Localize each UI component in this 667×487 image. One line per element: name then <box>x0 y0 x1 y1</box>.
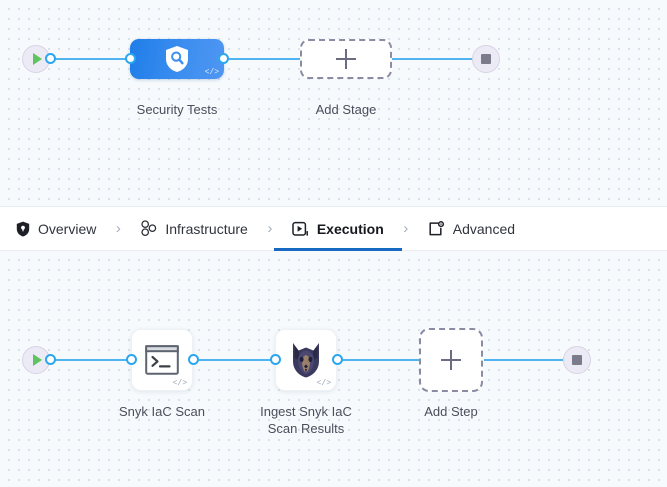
snyk-dog-icon <box>293 343 319 378</box>
add-stage-button[interactable] <box>300 39 392 79</box>
shield-icon <box>16 221 30 237</box>
step-node-snyk-iac-scan[interactable]: </> <box>131 329 193 391</box>
port-security-tests-out[interactable] <box>218 53 229 64</box>
edge-ingest-to-add-step <box>338 359 420 361</box>
port-start-out[interactable] <box>45 53 56 64</box>
play-box-icon <box>292 221 309 237</box>
edge-security-tests-to-add-stage <box>222 58 302 60</box>
chevron-right-icon-3: › <box>403 220 409 237</box>
edge-add-stage-to-end <box>390 58 476 60</box>
stop-icon <box>572 355 582 365</box>
tab-label-overview: Overview <box>38 220 97 237</box>
add-step-button[interactable] <box>419 328 483 392</box>
edge-add-step-to-end <box>484 359 566 361</box>
tab-infrastructure[interactable]: Infrastructure <box>138 207 249 251</box>
play-icon <box>33 53 42 65</box>
plus-icon <box>336 49 356 69</box>
settings-box-icon <box>428 220 445 237</box>
step-end-node[interactable] <box>563 346 591 374</box>
stage-node-security-tests[interactable]: </> <box>130 39 224 79</box>
add-stage-label: Add Stage <box>315 102 377 117</box>
port-snyk-iac-scan-in[interactable] <box>126 354 137 365</box>
port-security-tests-in[interactable] <box>125 53 136 64</box>
terminal-icon <box>145 345 179 375</box>
edge-start-to-security-tests <box>46 58 134 60</box>
tab-execution[interactable]: Execution <box>273 207 402 251</box>
stop-icon <box>481 54 491 64</box>
step-canvas[interactable]: </> Snyk IaC Scan </> Ingest Snyk IaC Sc… <box>0 251 667 487</box>
port-ingest-in[interactable] <box>270 354 281 365</box>
play-icon <box>33 354 42 366</box>
step-label-snyk-iac-scan: Snyk IaC Scan <box>119 404 205 419</box>
chevron-right-icon-1: › <box>115 220 121 237</box>
pipeline-end-node[interactable] <box>472 45 500 73</box>
shield-search-icon <box>166 46 188 72</box>
stage-canvas[interactable]: </> Security Tests Add Stage <box>0 0 667 206</box>
port-snyk-iac-scan-out[interactable] <box>188 354 199 365</box>
port-step-start-out[interactable] <box>45 354 56 365</box>
edge-start-to-snyk-iac-scan <box>46 359 136 361</box>
tab-advanced[interactable]: Advanced <box>426 207 517 251</box>
tab-overview[interactable]: Overview <box>14 207 98 251</box>
step-node-ingest-snyk-iac-scan-results[interactable]: </> <box>275 329 337 391</box>
tab-label-advanced: Advanced <box>452 220 516 237</box>
code-badge-icon: </> <box>316 379 331 388</box>
code-badge-icon: </> <box>204 68 219 77</box>
tab-label-infrastructure: Infrastructure <box>165 220 248 237</box>
tab-label-execution: Execution <box>316 220 384 237</box>
chevron-right-icon-2: › <box>267 220 273 237</box>
stage-label-security-tests: Security Tests <box>136 102 218 117</box>
plus-icon <box>441 350 461 370</box>
edge-snyk-iac-scan-to-ingest <box>194 359 280 361</box>
port-ingest-out[interactable] <box>332 354 343 365</box>
pipeline-tab-bar[interactable]: Overview › Infrastructure › Execution › <box>0 206 667 251</box>
code-badge-icon: </> <box>172 379 187 388</box>
nodes-cluster-icon <box>140 220 157 237</box>
add-step-label: Add Step <box>424 404 478 419</box>
step-label-ingest-snyk-iac-scan-results: Ingest Snyk IaC Scan Results <box>260 404 352 436</box>
